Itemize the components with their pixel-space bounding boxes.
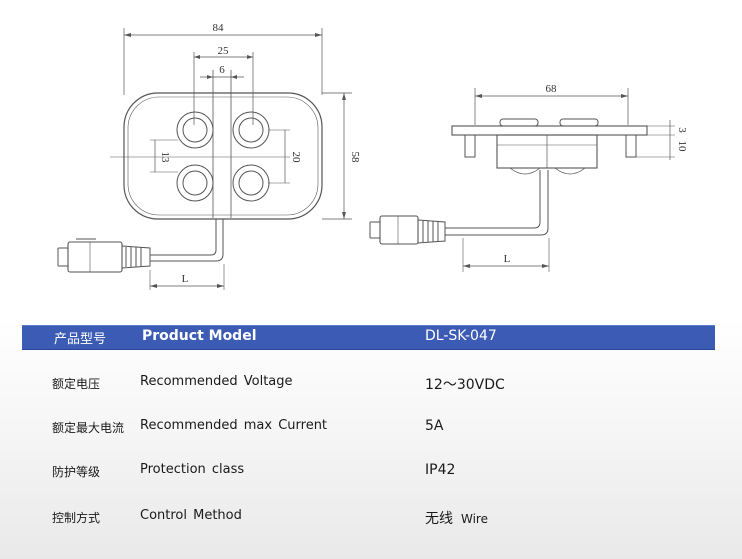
spec-label-en: Recommended max Current [140,418,328,433]
dim-front-cable: L [182,273,189,285]
spec-label-cn: 控制方式 [52,511,101,525]
dim-front-left: 13 [159,152,171,164]
spec-value: 5A [425,418,444,434]
drawing-svg: 84 25 6 58 13 20 L 68 3 10 L [57,22,688,290]
spec-label-en: Recommended Voltage [140,374,293,389]
dim-front-width: 84 [213,22,225,34]
spec-value: 12～30VDC [425,377,505,393]
spec-value-cn: 无线 [425,511,453,527]
spec-value-en: Wire [461,512,488,526]
spec-value: IP42 [425,462,456,478]
spec-background [0,318,742,559]
spec-row-current: 额定最大电流 Recommended max Current 5A [0,415,742,439]
spec-label-cn: 额定电压 [52,377,101,391]
dim-side-a: 3 [676,127,688,133]
spec-row-protection: 防护等级 Protection class IP42 [0,459,742,483]
dim-front-gap: 6 [219,64,225,76]
technical-drawing: 84 25 6 58 13 20 L 68 3 10 L [57,22,688,290]
header-model-value: DL-SK-047 [425,328,497,344]
spec-row-voltage: 额定电压 Recommended Voltage 12～30VDC [0,371,742,395]
dim-side-width: 68 [546,83,558,95]
header-label-en: Product Model [142,328,257,344]
spec-label-cn: 防护等级 [52,465,101,479]
dim-side-cable: L [504,253,511,265]
spec-label-en: Control Method [140,508,242,523]
header-label-cn: 产品型号 [54,332,107,347]
dim-front-right: 20 [290,152,302,164]
dim-side-b: 10 [676,141,688,153]
product-model-header: 产品型号 Product Model DL-SK-047 [22,325,715,350]
dim-front-inner: 25 [218,45,230,57]
spec-label-cn: 额定最大电流 [52,421,125,435]
spec-value: 无线 Wire [425,508,488,528]
spec-row-control: 控制方式 Control Method 无线 Wire [0,505,742,529]
spec-label-en: Protection class [140,462,245,477]
dim-front-height: 58 [349,152,361,164]
